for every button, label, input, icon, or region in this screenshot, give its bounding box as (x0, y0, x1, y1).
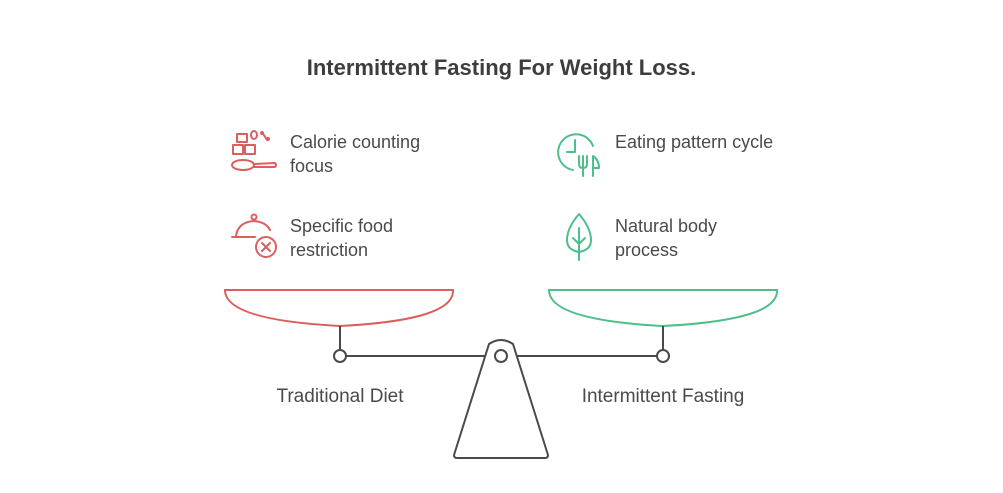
left-pivot (333, 349, 347, 363)
left-side-label: Traditional Diet (276, 386, 404, 407)
food-restriction-icon (231, 213, 277, 258)
page-title: Intermittent Fasting For Weight Loss. (306, 55, 697, 80)
left-item-restriction: Specific food restriction (228, 212, 460, 264)
right-pan (547, 289, 779, 328)
right-side-label: Intermittent Fasting (581, 386, 745, 407)
left-item-text: Calorie counting focus (290, 132, 421, 176)
center-pivot (494, 349, 508, 363)
scale-stand (453, 339, 549, 459)
right-item-natural: Natural body process (553, 212, 785, 264)
right-item-eating-pattern: Eating pattern cycle (553, 128, 785, 180)
leaf-icon (566, 213, 592, 261)
left-pan (223, 289, 455, 328)
right-pivot (656, 349, 670, 363)
calorie-scale-icon (231, 130, 277, 171)
left-item-text: Specific food restriction (290, 216, 394, 260)
right-item-text: Eating pattern cycle (615, 132, 774, 152)
right-item-text: Natural body process (615, 216, 718, 260)
left-item-calorie: Calorie counting focus (228, 128, 460, 180)
clock-fork-icon (557, 133, 600, 177)
